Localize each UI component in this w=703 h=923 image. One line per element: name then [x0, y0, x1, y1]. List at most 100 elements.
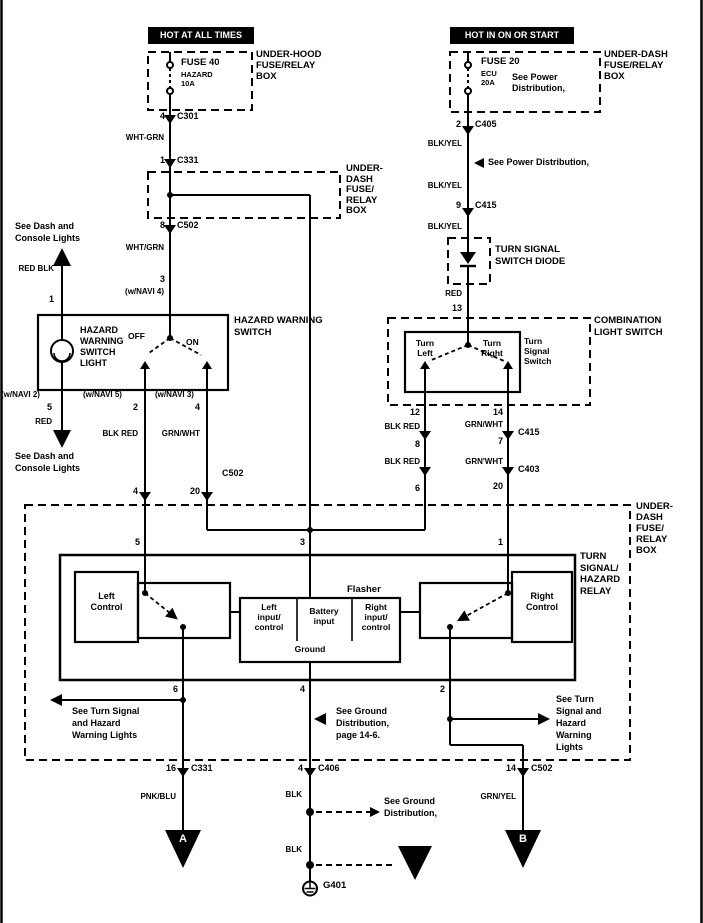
battery-input-label: Battery input [309, 606, 339, 626]
see-ground-distribution-note: See Ground Distribution, page 14-6. [336, 706, 389, 740]
left-control-label: Left Control [90, 591, 123, 612]
light-pin-1: 1 [48, 294, 54, 304]
c331-label: C331 [177, 155, 199, 165]
c415-pin-7: 7 [497, 436, 503, 446]
navi-5-note: (w/NAVI 5) [83, 390, 122, 399]
relay-pin-4: 4 [299, 684, 305, 694]
off-page-arrow-a [165, 830, 201, 868]
turn-signal-switch-diode-label: TURN SIGNAL SWITCH DIODE [495, 244, 566, 267]
wire-red: RED [35, 417, 52, 426]
c502-label-bottom: C502 [222, 468, 244, 478]
see-power-arrow [474, 158, 484, 168]
ground-offpage-triangle [398, 846, 432, 880]
c502-label-bottom-right: C502 [531, 763, 553, 773]
switch-pin-14: 14 [492, 407, 503, 417]
off-page-letter-b: B [519, 833, 527, 845]
navi-3-note: (w/NAVI 3) [155, 390, 194, 399]
switch-pin-12: 12 [409, 407, 420, 417]
c415-label-top: C415 [475, 200, 497, 210]
c502-pin-20: 20 [189, 486, 200, 496]
wire-grn-wht-ts-1: GRN/WHT [464, 420, 503, 429]
wire-blk-yel-1: BLK/YEL [427, 139, 462, 148]
c403-pin-20: 20 [492, 481, 503, 491]
wire-wht-grn-2: WHT/GRN [125, 243, 164, 252]
contact-arrow [503, 361, 513, 369]
ground-label: Ground [294, 644, 326, 654]
fuse-40-symbol [166, 52, 174, 110]
ground-ref-arrow [370, 807, 380, 817]
hazard-warning-switch-box [36, 313, 230, 392]
wire-blk-yel-3: BLK/YEL [427, 222, 462, 231]
contact-arrow [420, 361, 430, 369]
flasher-label: Flasher [347, 584, 381, 595]
navi-2-note: (w/NAVI 2) [1, 390, 40, 399]
fuse-20-label: FUSE 20 [481, 56, 520, 67]
c502-pin-4: 4 [132, 486, 138, 496]
turn-right-label: Turn Right [481, 338, 503, 358]
left-note-arrow [50, 694, 62, 706]
c331-pin: 1 [159, 155, 165, 165]
fuse-20-amps: 20A [481, 78, 495, 87]
right-relay-switch-arm [456, 592, 509, 622]
under-hood-fuse-box-outline [147, 51, 253, 111]
light-pin-5: 5 [46, 402, 52, 412]
under-dash-fuse-box-outline-top-right [449, 51, 601, 113]
wire-grn-wht-hazard: GRN/WHT [161, 429, 200, 438]
fuse-40-label: FUSE 40 [181, 57, 220, 68]
under-dash-box-label-big: UNDER- DASH FUSE/ RELAY BOX [636, 501, 673, 556]
turn-left-label: Turn Left [415, 338, 435, 358]
under-dash-fuse-box-outline-big [24, 504, 631, 761]
see-ground-distribution-bottom: See Ground Distribution, [384, 796, 437, 818]
c405-pin: 2 [455, 119, 461, 129]
left-input-control-label: Left input/ control [254, 602, 284, 632]
wire-grn-yel: GRN/YEL [480, 792, 516, 801]
see-power-distribution-note: See Power Distribution, [488, 157, 590, 167]
turn-signal-hazard-relay-box [58, 553, 577, 682]
see-turn-signal-note-left: See Turn Signal and Hazard Warning Light… [72, 706, 140, 740]
wire-blk-red-ts-1: BLK RED [384, 422, 420, 431]
c502-pin-14: 14 [505, 763, 516, 773]
wire-blk-1: BLK [285, 790, 302, 799]
c406-label: C406 [318, 763, 340, 773]
wire-grn-wht-ts-2: GRN'WHT [465, 457, 503, 466]
wire-blk-yel-2: BLK/YEL [427, 181, 462, 190]
hazard-switch-light-label: HAZARD WARNING SWITCH LIGHT [80, 325, 124, 368]
right-control-label: Right Control [526, 591, 558, 612]
off-page-arrow-b [505, 830, 541, 868]
combination-light-switch-title: COMBINATION LIGHT SWITCH [594, 315, 663, 338]
wire-blk-2: BLK [285, 845, 302, 854]
hazard-pin-2: 2 [132, 402, 138, 412]
right-control-box [510, 570, 574, 644]
hot-in-on-or-start-banner: HOT IN ON OR START [450, 27, 574, 44]
fuse-40-amps: 10A [181, 79, 195, 88]
hazard-off-label: OFF [128, 331, 145, 341]
under-dash-box-label-top-right: UNDER-DASH FUSE/RELAY BOX [604, 49, 668, 82]
fuse-40-name: HAZARD [181, 70, 213, 79]
right-input-control-label: Right input/ control [361, 602, 391, 632]
c331-pin-16: 16 [165, 763, 176, 773]
hazard-pin-4: 4 [194, 402, 200, 412]
c331-label-bottom: C331 [191, 763, 213, 773]
relay-pin-5: 5 [134, 537, 140, 547]
wire-wht-grn-1: WHT-GRN [125, 133, 164, 142]
c403-label: C403 [518, 464, 540, 474]
relay-pin-1: 1 [497, 537, 503, 547]
hazard-on-label: ON [186, 337, 199, 347]
hazard-warning-switch-title: HAZARD WARNING SWITCH [234, 315, 323, 338]
hazard-switch-light-symbol [50, 339, 74, 363]
right-note-arrow [538, 713, 550, 725]
wires [61, 110, 538, 881]
hazard-switch-contacts [148, 315, 202, 356]
wire-blk-red-ts-2: BLK RED [384, 457, 420, 466]
c406-pin-4: 4 [297, 763, 303, 773]
contact-arrow [140, 361, 150, 369]
down-arrow-dash-lights [53, 430, 71, 448]
ground-symbol-g401 [302, 880, 318, 897]
c415-label-bottom: C415 [518, 427, 540, 437]
see-dash-console-lights-bottom: See Dash and Console Lights [15, 451, 80, 473]
hot-at-all-times-banner: HOT AT ALL TIMES [148, 27, 254, 44]
c502-label-top: C502 [177, 220, 199, 230]
relay-pin-3: 3 [299, 537, 305, 547]
